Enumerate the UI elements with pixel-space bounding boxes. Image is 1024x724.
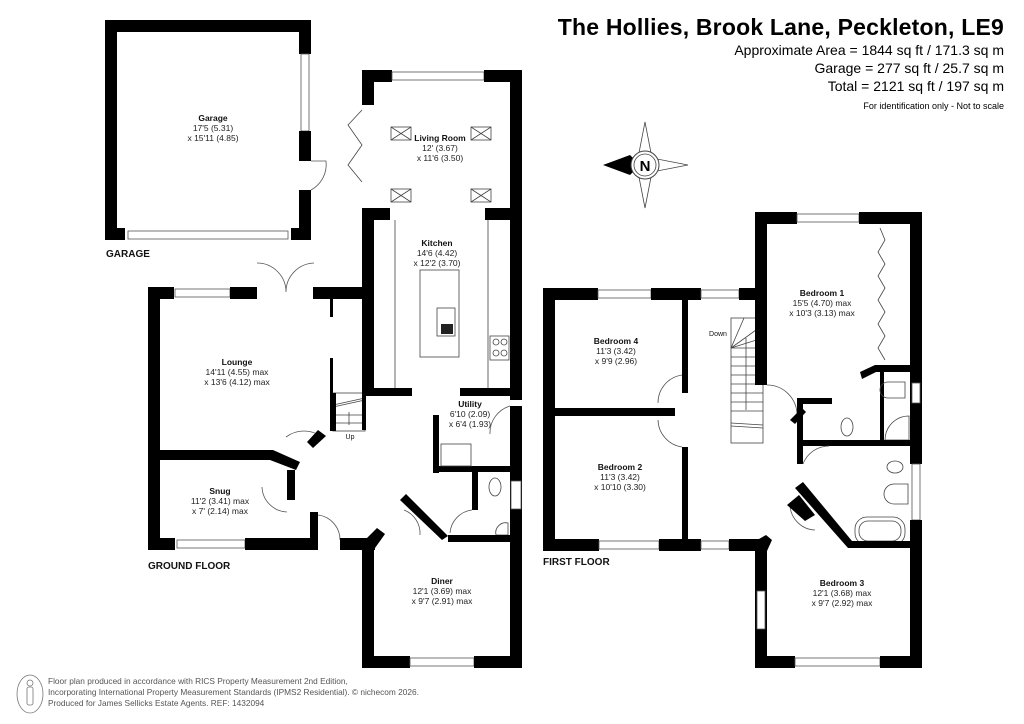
svg-text:Bedroom 2: Bedroom 2: [598, 462, 643, 472]
plan-footer: Floor plan produced in accordance with R…: [48, 676, 419, 709]
room-snug: Snug 11'2 (3.41) max x 7' (2.14) max: [191, 486, 250, 516]
stairs-up-label: Up: [346, 434, 355, 441]
svg-text:Diner: Diner: [431, 576, 453, 586]
plan-header: The Hollies, Brook Lane, Peckleton, LE9 …: [558, 14, 1004, 111]
compass-icon: N: [603, 121, 689, 209]
svg-text:12'1 (3.69) max: 12'1 (3.69) max: [413, 586, 473, 596]
room-living-room: Living Room 12' (3.67) x 11'6 (3.50): [414, 133, 466, 163]
svg-text:Living Room: Living Room: [414, 133, 466, 143]
ground-floor: Living Room 12' (3.67) x 11'6 (3.50) Kit…: [148, 70, 522, 668]
compass-north-label: N: [640, 158, 651, 175]
room-kitchen: Kitchen 14'6 (4.42) x 12'2 (3.70): [414, 238, 461, 268]
svg-text:x 9'9 (2.96): x 9'9 (2.96): [595, 356, 637, 366]
svg-text:x 13'6 (4.12) max: x 13'6 (4.12) max: [204, 377, 270, 387]
svg-text:Lounge: Lounge: [222, 357, 253, 367]
svg-text:x 10'3 (3.13) max: x 10'3 (3.13) max: [789, 308, 855, 318]
svg-text:12' (3.67): 12' (3.67): [422, 143, 458, 153]
garage-floor-label: GARAGE: [106, 249, 150, 260]
svg-text:x 15'11 (4.85): x 15'11 (4.85): [187, 133, 238, 143]
svg-text:11'3 (3.42): 11'3 (3.42): [600, 472, 640, 482]
svg-text:17'5 (5.31): 17'5 (5.31): [193, 123, 234, 133]
svg-text:Bedroom 4: Bedroom 4: [594, 336, 639, 346]
room-diner: Diner 12'1 (3.69) max x 9'7 (2.91) max: [412, 576, 473, 606]
svg-text:x 9'7 (2.91) max: x 9'7 (2.91) max: [412, 596, 473, 606]
svg-text:6'10 (2.09): 6'10 (2.09): [450, 409, 491, 419]
scale-note: For identification only - Not to scale: [863, 101, 1004, 111]
svg-text:x 6'4 (1.93): x 6'4 (1.93): [449, 419, 491, 429]
footer-line-3: Produced for James Sellicks Estate Agent…: [48, 698, 265, 708]
approximate-area: Approximate Area = 1844 sq ft / 171.3 sq…: [734, 42, 1004, 58]
room-bedroom-4: Bedroom 4 11'3 (3.42) x 9'9 (2.96): [594, 336, 639, 366]
svg-text:Snug: Snug: [209, 486, 230, 496]
room-bedroom-3: Bedroom 3 12'1 (3.68) max x 9'7 (2.92) m…: [812, 578, 873, 608]
footer-line-1: Floor plan produced in accordance with R…: [48, 676, 348, 686]
property-title: The Hollies, Brook Lane, Peckleton, LE9: [557, 14, 1004, 40]
first-floor: Bedroom 4 11'3 (3.42) x 9'9 (2.96) Bedro…: [543, 212, 922, 668]
stairs-down-label: Down: [709, 331, 727, 338]
svg-text:Garage: Garage: [198, 113, 228, 123]
svg-text:14'6 (4.42): 14'6 (4.42): [417, 248, 458, 258]
svg-text:x 12'2 (3.70): x 12'2 (3.70): [414, 258, 461, 268]
total-area: Total = 2121 sq ft / 197 sq m: [827, 78, 1004, 94]
person-icon: [16, 674, 44, 714]
svg-text:Utility: Utility: [458, 399, 482, 409]
svg-text:x 10'10 (3.30): x 10'10 (3.30): [594, 482, 646, 492]
svg-text:Kitchen: Kitchen: [421, 238, 452, 248]
room-bedroom-2: Bedroom 2 11'3 (3.42) x 10'10 (3.30): [594, 462, 646, 492]
footer-line-2: Incorporating International Property Mea…: [48, 687, 419, 697]
svg-text:x 9'7 (2.92) max: x 9'7 (2.92) max: [812, 598, 873, 608]
svg-text:14'11 (4.55) max: 14'11 (4.55) max: [206, 367, 270, 377]
ground-floor-label: GROUND FLOOR: [148, 561, 231, 572]
first-floor-label: FIRST FLOOR: [543, 557, 610, 568]
svg-text:Bedroom 1: Bedroom 1: [800, 288, 845, 298]
svg-text:11'3 (3.42): 11'3 (3.42): [596, 346, 636, 356]
garage-area: Garage = 277 sq ft / 25.7 sq m: [814, 60, 1005, 76]
svg-text:12'1 (3.68) max: 12'1 (3.68) max: [813, 588, 873, 598]
room-garage: Garage 17'5 (5.31) x 15'11 (4.85): [187, 113, 238, 143]
svg-text:15'5 (4.70) max: 15'5 (4.70) max: [793, 298, 853, 308]
svg-text:x 7' (2.14) max: x 7' (2.14) max: [192, 506, 249, 516]
svg-text:x 11'6 (3.50): x 11'6 (3.50): [417, 153, 464, 163]
svg-text:11'2 (3.41) max: 11'2 (3.41) max: [191, 496, 250, 506]
room-bedroom-1: Bedroom 1 15'5 (4.70) max x 10'3 (3.13) …: [789, 288, 855, 318]
garage-floor: Garage 17'5 (5.31) x 15'11 (4.85) GARAGE: [105, 20, 327, 260]
svg-text:Bedroom 3: Bedroom 3: [820, 578, 865, 588]
room-lounge: Lounge 14'11 (4.55) max x 13'6 (4.12) ma…: [204, 357, 270, 387]
room-utility: Utility 6'10 (2.09) x 6'4 (1.93): [449, 399, 491, 429]
